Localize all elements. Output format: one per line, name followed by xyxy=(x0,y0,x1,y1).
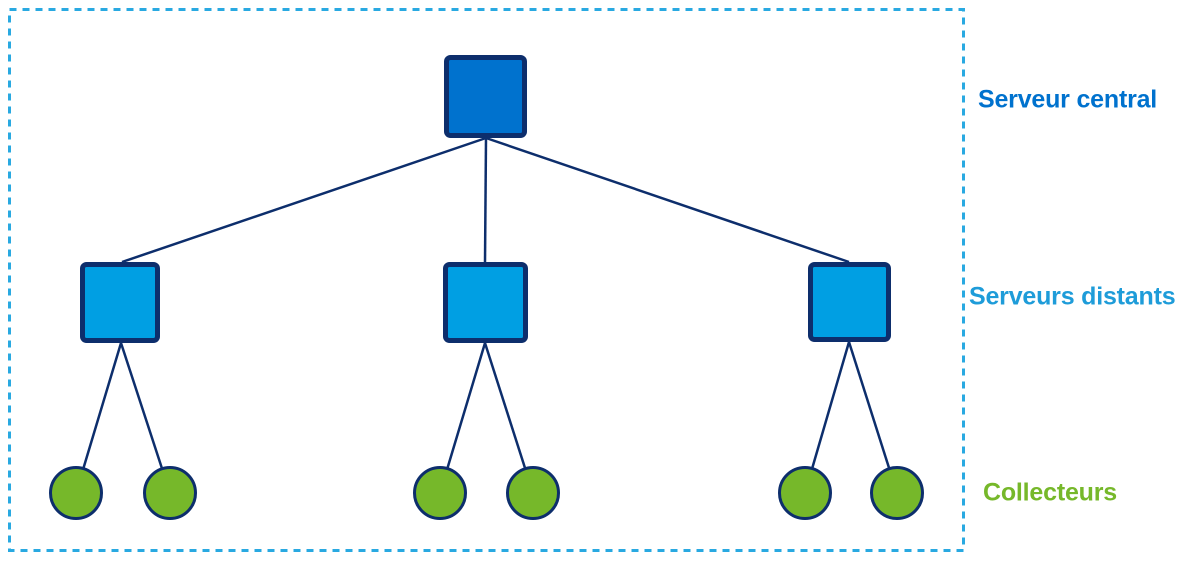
dashed-frame xyxy=(8,8,965,552)
edge-central-remote3 xyxy=(485,136,850,264)
collector-node-3 xyxy=(413,466,467,520)
remote-server-node-2 xyxy=(443,262,528,343)
remote-server-node-3 xyxy=(808,262,891,342)
collector-node-6 xyxy=(870,466,924,520)
remote-server-node-1 xyxy=(80,262,160,343)
edge-central-remote1 xyxy=(121,136,487,264)
label-serveurs-distants: Serveurs distants xyxy=(969,282,1176,311)
collector-node-1 xyxy=(49,466,103,520)
collector-node-2 xyxy=(143,466,197,520)
edge-central-remote2 xyxy=(483,137,488,263)
label-serveur-central: Serveur central xyxy=(978,85,1158,114)
central-server-node xyxy=(444,55,527,138)
label-collecteurs: Collecteurs xyxy=(983,478,1117,507)
collector-node-5 xyxy=(778,466,832,520)
collector-node-4 xyxy=(506,466,560,520)
